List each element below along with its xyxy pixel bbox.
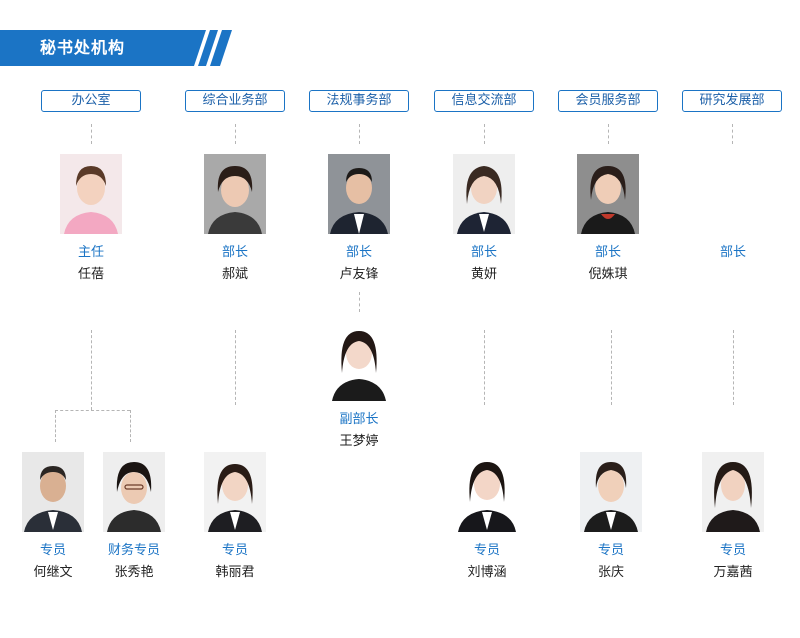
connector-line (91, 124, 92, 144)
portrait-photo (702, 452, 764, 532)
person-name: 郝斌 (221, 267, 248, 282)
connector-line (91, 330, 92, 410)
connector-line (733, 330, 734, 405)
person-name: 张庆 (597, 565, 624, 580)
staff-general-business: 专员 韩丽君 (190, 452, 280, 582)
portrait-photo (22, 452, 84, 532)
connector-line (235, 124, 236, 144)
role-label: 部长 (719, 245, 746, 260)
role-label: 部长 (594, 245, 621, 260)
person-name: 万嘉茜 (713, 565, 753, 580)
connector-line (359, 124, 360, 144)
connector-line (611, 330, 612, 405)
connector-line (608, 124, 609, 144)
staff-office-2: 财务专员 张秀艳 (89, 452, 179, 582)
staff-info-exchange: 专员 刘博涵 (442, 452, 532, 582)
dept-research-development: 研究发展部 (682, 90, 782, 112)
staff-office-1: 专员 何继文 (8, 452, 98, 582)
role-label: 专员 (221, 543, 248, 558)
portrait-photo (453, 154, 515, 234)
portrait-photo (60, 154, 122, 234)
role-label: 部长 (470, 245, 497, 260)
role-label: 专员 (597, 543, 624, 558)
connector-line (359, 292, 360, 312)
role-label: 专员 (473, 543, 500, 558)
dept-office: 办公室 (41, 90, 141, 112)
connector-line (484, 124, 485, 144)
role-label: 副部长 (339, 412, 379, 427)
portrait-photo (328, 321, 390, 401)
portrait-photo (580, 452, 642, 532)
role-label: 部长 (221, 245, 248, 260)
dept-legal-affairs: 法规事务部 (309, 90, 409, 112)
portrait-placeholder (702, 154, 764, 234)
person-name: 任蓓 (77, 267, 104, 282)
head-research-development: 部长 (688, 154, 778, 266)
connector-line (732, 124, 733, 144)
connector-branch (55, 410, 130, 411)
dept-info-exchange: 信息交流部 (434, 90, 534, 112)
person-name: 黄妍 (470, 267, 497, 282)
role-label: 部长 (345, 245, 372, 260)
connector-line (235, 330, 236, 405)
role-label: 财务专员 (107, 543, 160, 558)
role-label: 主任 (77, 245, 104, 260)
head-info-exchange: 部长 黄妍 (439, 154, 529, 284)
staff-research-development: 专员 万嘉茜 (688, 452, 778, 582)
person-name: 王梦婷 (339, 434, 379, 449)
portrait-photo (103, 452, 165, 532)
dept-member-services: 会员服务部 (558, 90, 658, 112)
person-name: 卢友锋 (339, 267, 379, 282)
connector-line (55, 410, 56, 442)
banner-shape (0, 30, 232, 66)
deputy-legal-affairs: 副部长 王梦婷 (314, 321, 404, 451)
section-header-banner: 秘书处机构 (0, 30, 232, 66)
head-legal-affairs: 部长 卢友锋 (314, 154, 404, 284)
page-title: 秘书处机构 (40, 38, 126, 57)
portrait-photo (204, 452, 266, 532)
person-name: 刘博涵 (467, 565, 507, 580)
connector-line (484, 330, 485, 405)
person-name: 韩丽君 (215, 565, 255, 580)
portrait-photo (328, 154, 390, 234)
portrait-photo (577, 154, 639, 234)
role-label: 专员 (719, 543, 746, 558)
head-office: 主任 任蓓 (46, 154, 136, 284)
portrait-photo (456, 452, 518, 532)
person-name: 张秀艳 (114, 565, 154, 580)
portrait-photo (204, 154, 266, 234)
role-label: 专员 (39, 543, 66, 558)
staff-member-services: 专员 张庆 (566, 452, 656, 582)
dept-general-business: 综合业务部 (185, 90, 285, 112)
person-name: 何继文 (33, 565, 73, 580)
head-general-business: 部长 郝斌 (190, 154, 280, 284)
connector-line (130, 410, 131, 442)
person-name: 倪姝琪 (588, 267, 628, 282)
head-member-services: 部长 倪姝琪 (563, 154, 653, 284)
